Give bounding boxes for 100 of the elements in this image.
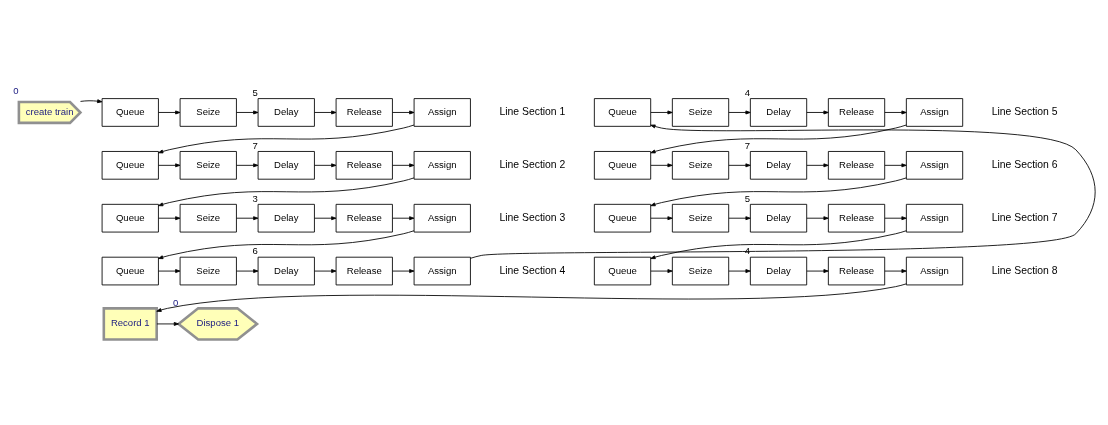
arrow xyxy=(392,215,415,220)
arrow xyxy=(806,162,829,167)
arrow xyxy=(650,268,673,273)
node-box: Seize xyxy=(671,256,730,285)
node-box: Delay xyxy=(749,150,808,180)
arrow xyxy=(650,215,673,220)
node-label: 0 xyxy=(173,296,179,308)
arrow xyxy=(314,268,337,273)
node-label: 6 xyxy=(252,244,258,256)
node-box: Release xyxy=(335,256,393,285)
node-box: Assign xyxy=(413,150,471,180)
label: Line Section 4 xyxy=(499,264,566,276)
arrow xyxy=(650,162,673,167)
arrow xyxy=(728,110,751,114)
label: Line Section 5 xyxy=(991,105,1058,117)
arrow xyxy=(158,176,415,206)
node-label: 4 xyxy=(744,86,750,98)
node-box: Seize xyxy=(671,150,730,180)
node-label: 5 xyxy=(744,192,750,204)
arrow xyxy=(884,162,907,167)
node-box: Assign xyxy=(905,97,964,127)
arrow xyxy=(728,215,751,220)
arrow xyxy=(806,110,829,114)
node-box: Release xyxy=(335,97,393,127)
node-box: Release xyxy=(827,97,886,127)
node-box: Release xyxy=(335,203,393,232)
label: Line Section 8 xyxy=(991,264,1058,276)
node-box: Queue xyxy=(593,97,652,127)
arrow xyxy=(392,162,415,167)
arrow xyxy=(314,110,337,114)
node-box: Seize xyxy=(179,150,237,180)
label: Line Section 1 xyxy=(499,105,566,117)
label: Line Section 2 xyxy=(499,158,566,170)
node-box: Queue xyxy=(101,150,159,180)
arrow xyxy=(884,268,907,273)
arrow xyxy=(236,110,259,114)
node-label: 7 xyxy=(252,139,258,151)
arrow xyxy=(884,110,907,114)
node-box: Delay xyxy=(257,256,315,285)
node-box: Seize xyxy=(671,203,730,232)
arrow xyxy=(158,268,181,273)
node-box: Delay xyxy=(749,203,808,232)
label: Line Section 3 xyxy=(499,211,566,223)
arrow xyxy=(650,110,673,114)
arrow xyxy=(314,162,337,167)
node-box: Queue xyxy=(593,203,652,232)
arrow xyxy=(470,124,1096,259)
node-box: Delay xyxy=(257,203,315,232)
node-box: Release xyxy=(827,256,886,285)
arrow xyxy=(650,229,907,259)
node-box: Queue xyxy=(101,97,159,127)
arrow xyxy=(158,215,181,220)
arrow xyxy=(650,124,907,153)
arrow xyxy=(392,110,415,114)
node-box: Seize xyxy=(671,97,730,127)
arrow xyxy=(236,162,259,167)
node-box: Record 1 xyxy=(102,306,158,341)
node-label: 3 xyxy=(252,192,258,204)
node-box: Assign xyxy=(905,150,964,180)
label: Line Section 7 xyxy=(991,211,1058,223)
node-label: 5 xyxy=(252,86,258,98)
arrow xyxy=(728,268,751,273)
node-box: Queue xyxy=(593,256,652,285)
node-box: Assign xyxy=(413,203,471,232)
node-box: Delay xyxy=(257,150,315,180)
label: Line Section 6 xyxy=(991,158,1058,170)
node-box: Assign xyxy=(413,256,471,285)
node-box: Delay xyxy=(257,97,315,127)
arrow xyxy=(158,110,181,114)
arrow xyxy=(156,282,907,312)
node-box: Release xyxy=(335,150,393,180)
arrow xyxy=(314,215,337,220)
node-box: Assign xyxy=(905,203,964,232)
arrow xyxy=(236,215,259,220)
arrow xyxy=(158,229,415,259)
arrow xyxy=(806,215,829,220)
arrow xyxy=(158,162,181,167)
node-box: Release xyxy=(827,203,886,232)
node-box: Queue xyxy=(101,203,159,232)
node-label: 7 xyxy=(744,139,750,151)
node-box: Seize xyxy=(179,203,237,232)
node-box: Queue xyxy=(593,150,652,180)
node-box: Seize xyxy=(179,97,237,127)
arrow xyxy=(392,268,415,273)
node-box: Assign xyxy=(905,256,964,285)
node-box: Seize xyxy=(179,256,237,285)
arrow xyxy=(884,215,907,220)
arrow xyxy=(806,268,829,273)
node-box: Assign xyxy=(413,97,471,127)
node-box: Queue xyxy=(101,256,159,285)
node-box: Delay xyxy=(749,97,808,127)
arrow xyxy=(156,321,179,326)
arrow xyxy=(650,176,907,206)
node-label: 4 xyxy=(744,244,750,256)
arrow xyxy=(236,268,259,273)
arrow xyxy=(158,124,415,153)
node-box: Release xyxy=(827,150,886,180)
node-box: Delay xyxy=(749,256,808,285)
node-label: 0 xyxy=(13,84,19,96)
arrow xyxy=(728,162,751,167)
